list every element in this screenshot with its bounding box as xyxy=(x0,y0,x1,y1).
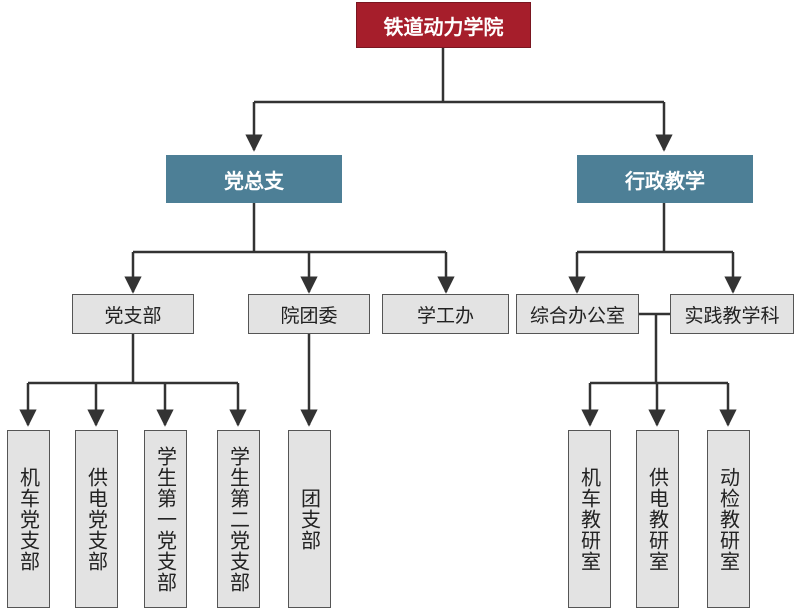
student-affairs-node: 学工办 xyxy=(382,294,509,334)
admin-teaching-node: 行政教学 xyxy=(577,155,753,203)
loco-teaching-room-node: 机车教研室 xyxy=(568,430,611,608)
student-first-party-branch-node: 学生第一党支部 xyxy=(144,430,187,608)
practice-teaching-node: 实践教学科 xyxy=(670,294,794,334)
root-node: 铁道动力学院 xyxy=(356,2,531,48)
party-branch-node: 党支部 xyxy=(72,294,194,334)
power-party-branch-node: 供电党支部 xyxy=(75,430,118,608)
youth-league-node: 院团委 xyxy=(248,294,370,334)
emu-inspection-teaching-room-node: 动检教研室 xyxy=(707,430,750,608)
student-second-party-branch-node: 学生第二党支部 xyxy=(217,430,260,608)
power-teaching-room-node: 供电教研室 xyxy=(636,430,679,608)
general-office-node: 综合办公室 xyxy=(516,294,639,334)
party-general-branch-node: 党总支 xyxy=(166,155,342,203)
loco-party-branch-node: 机车党支部 xyxy=(7,430,50,608)
league-branch-node: 团支部 xyxy=(288,430,331,608)
